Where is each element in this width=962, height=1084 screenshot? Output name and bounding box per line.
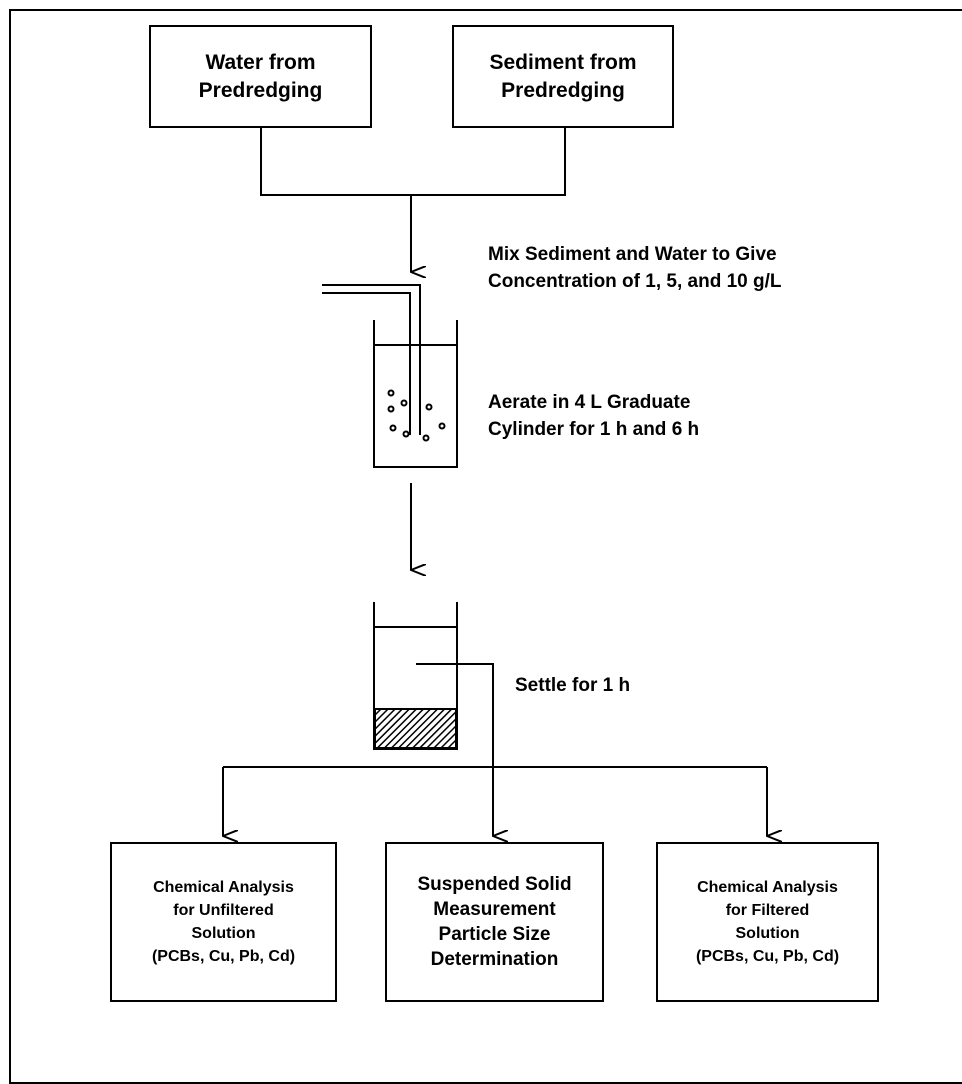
water-from-predredging-label: Water from Predredging	[198, 50, 323, 102]
mix-step-label: Mix Sediment and Water to Give Concentra…	[488, 244, 782, 292]
unfiltered-analysis-label: Chemical Analysis for Unfiltered Solutio…	[151, 879, 296, 965]
sediment-from-predredging-box: Sediment from Predredging	[452, 25, 674, 128]
sediment-from-predredging-label: Sediment from Predredging	[489, 50, 637, 102]
water-from-predredging-box: Water from Predredging	[149, 25, 372, 128]
suspended-solid-label: Suspended Solid Measurement Particle Siz…	[417, 874, 572, 970]
sampling-line	[416, 663, 493, 836]
aeration-tube	[322, 284, 421, 435]
input-merge-connector	[260, 127, 566, 272]
aerate-step-label: Aerate in 4 L Graduate Cylinder for 1 h …	[488, 392, 700, 440]
output-distribution-connector	[222, 766, 767, 836]
suspended-solid-box: Suspended Solid Measurement Particle Siz…	[385, 842, 604, 1002]
aeration-cylinder	[373, 320, 458, 468]
settle-step-label: Settle for 1 h	[515, 675, 631, 696]
filtered-analysis-box: Chemical Analysis for Filtered Solution …	[656, 842, 879, 1002]
settling-cylinder	[373, 602, 458, 750]
filtered-analysis-label: Chemical Analysis for Filtered Solution …	[695, 879, 840, 965]
settled-sediment-layer	[374, 708, 457, 749]
unfiltered-analysis-box: Chemical Analysis for Unfiltered Solutio…	[110, 842, 337, 1002]
air-bubbles	[387, 389, 446, 442]
